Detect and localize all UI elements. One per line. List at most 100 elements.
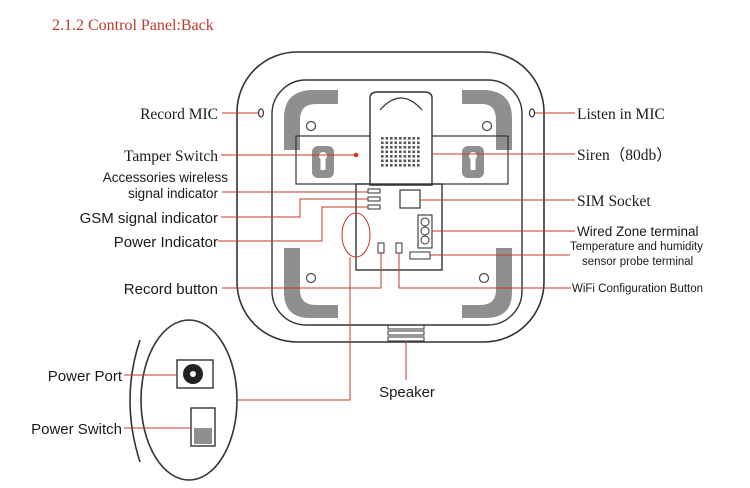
siren-grille-hole [412, 141, 416, 145]
power-switch-toggle [194, 428, 212, 444]
gsm-signal-led [367, 196, 381, 202]
label-wifi-button: WiFi Configuration Button [572, 283, 703, 295]
label-record-mic: Record MIC [140, 106, 218, 123]
siren-grille-hole [394, 141, 398, 145]
siren-grille-hole [412, 146, 416, 149]
leader-gsm-signal [221, 198, 368, 218]
siren-grille-hole [417, 155, 420, 158]
siren-grille-hole [403, 150, 407, 154]
siren-grille-hole [412, 150, 416, 154]
label-speaker: Speaker [379, 384, 435, 401]
siren-grille-hole [417, 146, 420, 149]
siren-grille-hole [399, 164, 402, 167]
siren-grille [381, 137, 420, 167]
siren-grille-hole [394, 155, 398, 158]
screw-hole-top-right [481, 120, 493, 132]
siren-grille-hole [385, 150, 389, 154]
siren-grille-hole [394, 164, 398, 167]
siren-grille-hole [417, 150, 420, 154]
siren-grille-hole [403, 141, 407, 145]
siren-grille-hole [381, 164, 384, 167]
temperature-probe-terminal [409, 251, 431, 260]
siren-grille-hole [417, 164, 420, 167]
siren-grille-hole [408, 146, 411, 149]
label-record-button: Record button [124, 281, 218, 298]
leader-power-area [237, 257, 351, 401]
siren-grille-hole [399, 146, 402, 149]
label-tamper-switch: Tamper Switch [124, 148, 218, 165]
siren-grille-hole [390, 141, 393, 145]
leader-dot-tamper [353, 152, 359, 158]
sim-socket [399, 189, 421, 209]
siren-grille-hole [394, 159, 398, 163]
accessories-signal-led [367, 188, 381, 194]
power-switch [190, 407, 216, 447]
leader-wifi-button [398, 253, 571, 289]
screw-hole-top-left [305, 120, 317, 132]
wired-zone-terminal [417, 214, 433, 249]
siren-grille-hole [381, 137, 384, 140]
record-button [377, 242, 385, 254]
label-wired-zone: Wired Zone terminal [577, 224, 699, 239]
siren-grille-hole [390, 155, 393, 158]
siren-grille-hole [394, 150, 398, 154]
siren-grille-hole [399, 150, 402, 154]
siren-grille-hole [403, 146, 407, 149]
screw-hole-bottom-left [305, 272, 317, 284]
side-detail-clip [129, 339, 141, 463]
siren-grille-hole [399, 137, 402, 140]
power-led [367, 204, 381, 210]
corner-grip-top-right [462, 90, 512, 150]
siren-grille-hole [390, 146, 393, 149]
siren-grille-hole [385, 137, 389, 140]
label-sim-socket: SIM Socket [577, 193, 651, 210]
siren-grille-hole [403, 137, 407, 140]
siren-grille-hole [399, 159, 402, 163]
siren-grille-hole [408, 164, 411, 167]
siren-grille-hole [417, 141, 420, 145]
siren-grille-hole [385, 159, 389, 163]
siren-grille-hole [412, 159, 416, 163]
siren-grille-hole [385, 164, 389, 167]
device-outer-shell [236, 51, 545, 343]
label-temp-probe-2: sensor probe terminal [582, 256, 693, 268]
siren-grille-hole [381, 159, 384, 163]
siren-grille-hole [408, 150, 411, 154]
section-title: 2.1.2 Control Panel:Back [52, 17, 214, 34]
side-detail-oval [140, 319, 238, 481]
siren-grille-hole [408, 155, 411, 158]
siren-grille-hole [381, 155, 384, 158]
wifi-config-button [395, 242, 403, 254]
siren-grille-hole [412, 164, 416, 167]
leader-power-indicator [218, 206, 368, 242]
siren-grille-hole [381, 141, 384, 145]
listen-mic-hole [528, 108, 536, 118]
label-siren: Siren（80db） [577, 147, 672, 164]
siren-grille-hole [412, 155, 416, 158]
corner-grip-bottom-left [284, 248, 338, 318]
siren-grille-hole [381, 146, 384, 149]
siren-grille-hole [417, 137, 420, 140]
label-gsm-signal: GSM signal indicator [80, 210, 218, 227]
siren-housing-arch [379, 97, 423, 111]
keyhole-mount-right [462, 146, 484, 178]
siren-grille-hole [390, 137, 393, 140]
corner-grip-top-left [284, 90, 338, 150]
siren-grille-hole [385, 146, 389, 149]
label-power-port: Power Port [48, 368, 123, 385]
siren-grille-hole [403, 164, 407, 167]
power-area-highlight [341, 212, 371, 258]
siren-grille-hole [408, 137, 411, 140]
siren-grille-hole [399, 141, 402, 145]
speaker-grille [387, 324, 425, 342]
power-port-pin [190, 371, 196, 377]
siren-grille-hole [390, 150, 393, 154]
siren-grille-hole [417, 159, 420, 163]
label-listen-mic: Listen in MIC [577, 106, 665, 123]
siren-grille-hole [394, 137, 398, 140]
label-accessories-signal-2: signal indicator [128, 186, 219, 201]
siren-grille-hole [390, 159, 393, 163]
label-power-indicator: Power Indicator [114, 234, 218, 251]
record-mic-hole [257, 108, 265, 118]
